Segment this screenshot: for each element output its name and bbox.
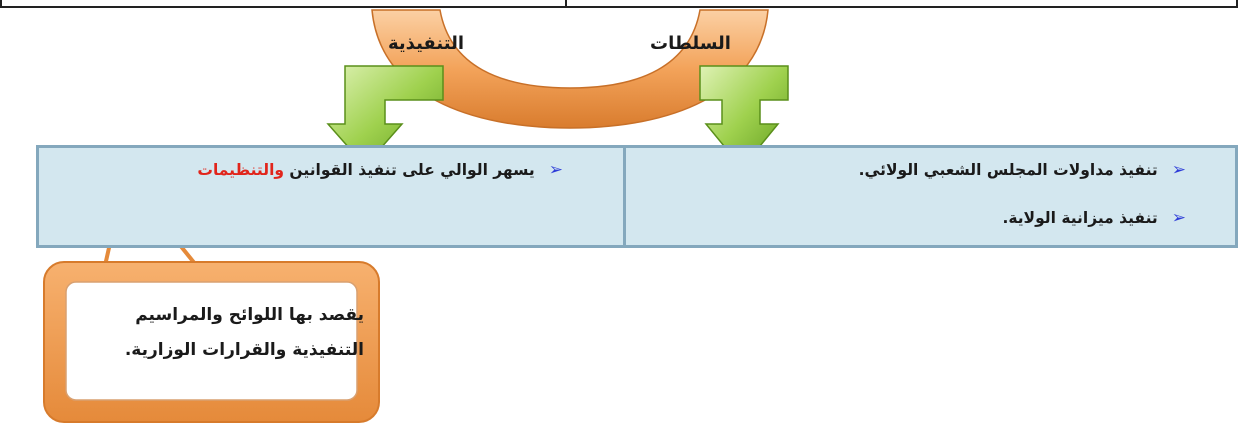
arc-shape bbox=[371, 9, 769, 129]
arrow-bullet-icon: ➢ bbox=[548, 160, 563, 180]
top-table-strip bbox=[0, 0, 1238, 8]
arrow-bullet-icon: ➢ bbox=[1171, 208, 1186, 228]
list-item-text: يسهر الوالي على تنفيذ القوانين bbox=[284, 161, 535, 179]
callout-line: التنفيذية والقرارات الوزارية. bbox=[124, 340, 364, 360]
list-item: ➢ يسهر الوالي على تنفيذ القوانين والتنظيم… bbox=[197, 160, 563, 180]
list-item: ➢ تنفيذ ميزانية الولاية. bbox=[1002, 208, 1186, 228]
list-item-text: تنفيذ مداولات المجلس الشعبي الولائي. bbox=[858, 161, 1158, 179]
callout-shape bbox=[43, 175, 380, 423]
top-strip-divider bbox=[565, 0, 567, 8]
list-item-text: تنفيذ ميزانية الولاية. bbox=[1002, 209, 1158, 227]
powers-table bbox=[36, 145, 1238, 248]
arc-label-executive: التنفيذية bbox=[388, 33, 464, 54]
arrow-bullet-icon: ➢ bbox=[1171, 160, 1186, 180]
callout-text: يقصد بها اللوائح والمراسيم التنفيذية وال… bbox=[70, 298, 364, 368]
arc-label-authorities: السلطات bbox=[650, 33, 731, 54]
callout-line: يقصد بها اللوائح والمراسيم bbox=[135, 305, 364, 325]
highlighted-word: والتنظيمات bbox=[197, 161, 285, 179]
list-item: ➢ تنفيذ مداولات المجلس الشعبي الولائي. bbox=[859, 160, 1186, 180]
table-column-divider bbox=[623, 148, 626, 245]
